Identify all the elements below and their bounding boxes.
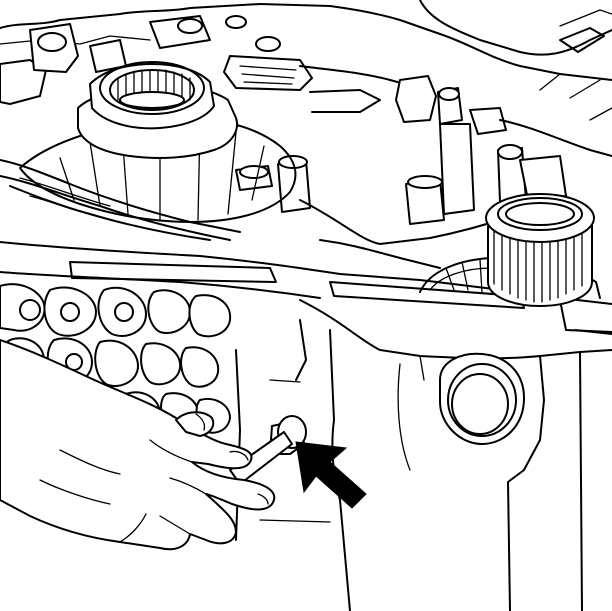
side-bore-boss — [439, 352, 525, 445]
callout-arrow-icon — [295, 441, 367, 509]
hand — [0, 339, 276, 551]
right-splined-shaft — [419, 193, 601, 307]
upper-bearing-housing — [19, 61, 297, 223]
